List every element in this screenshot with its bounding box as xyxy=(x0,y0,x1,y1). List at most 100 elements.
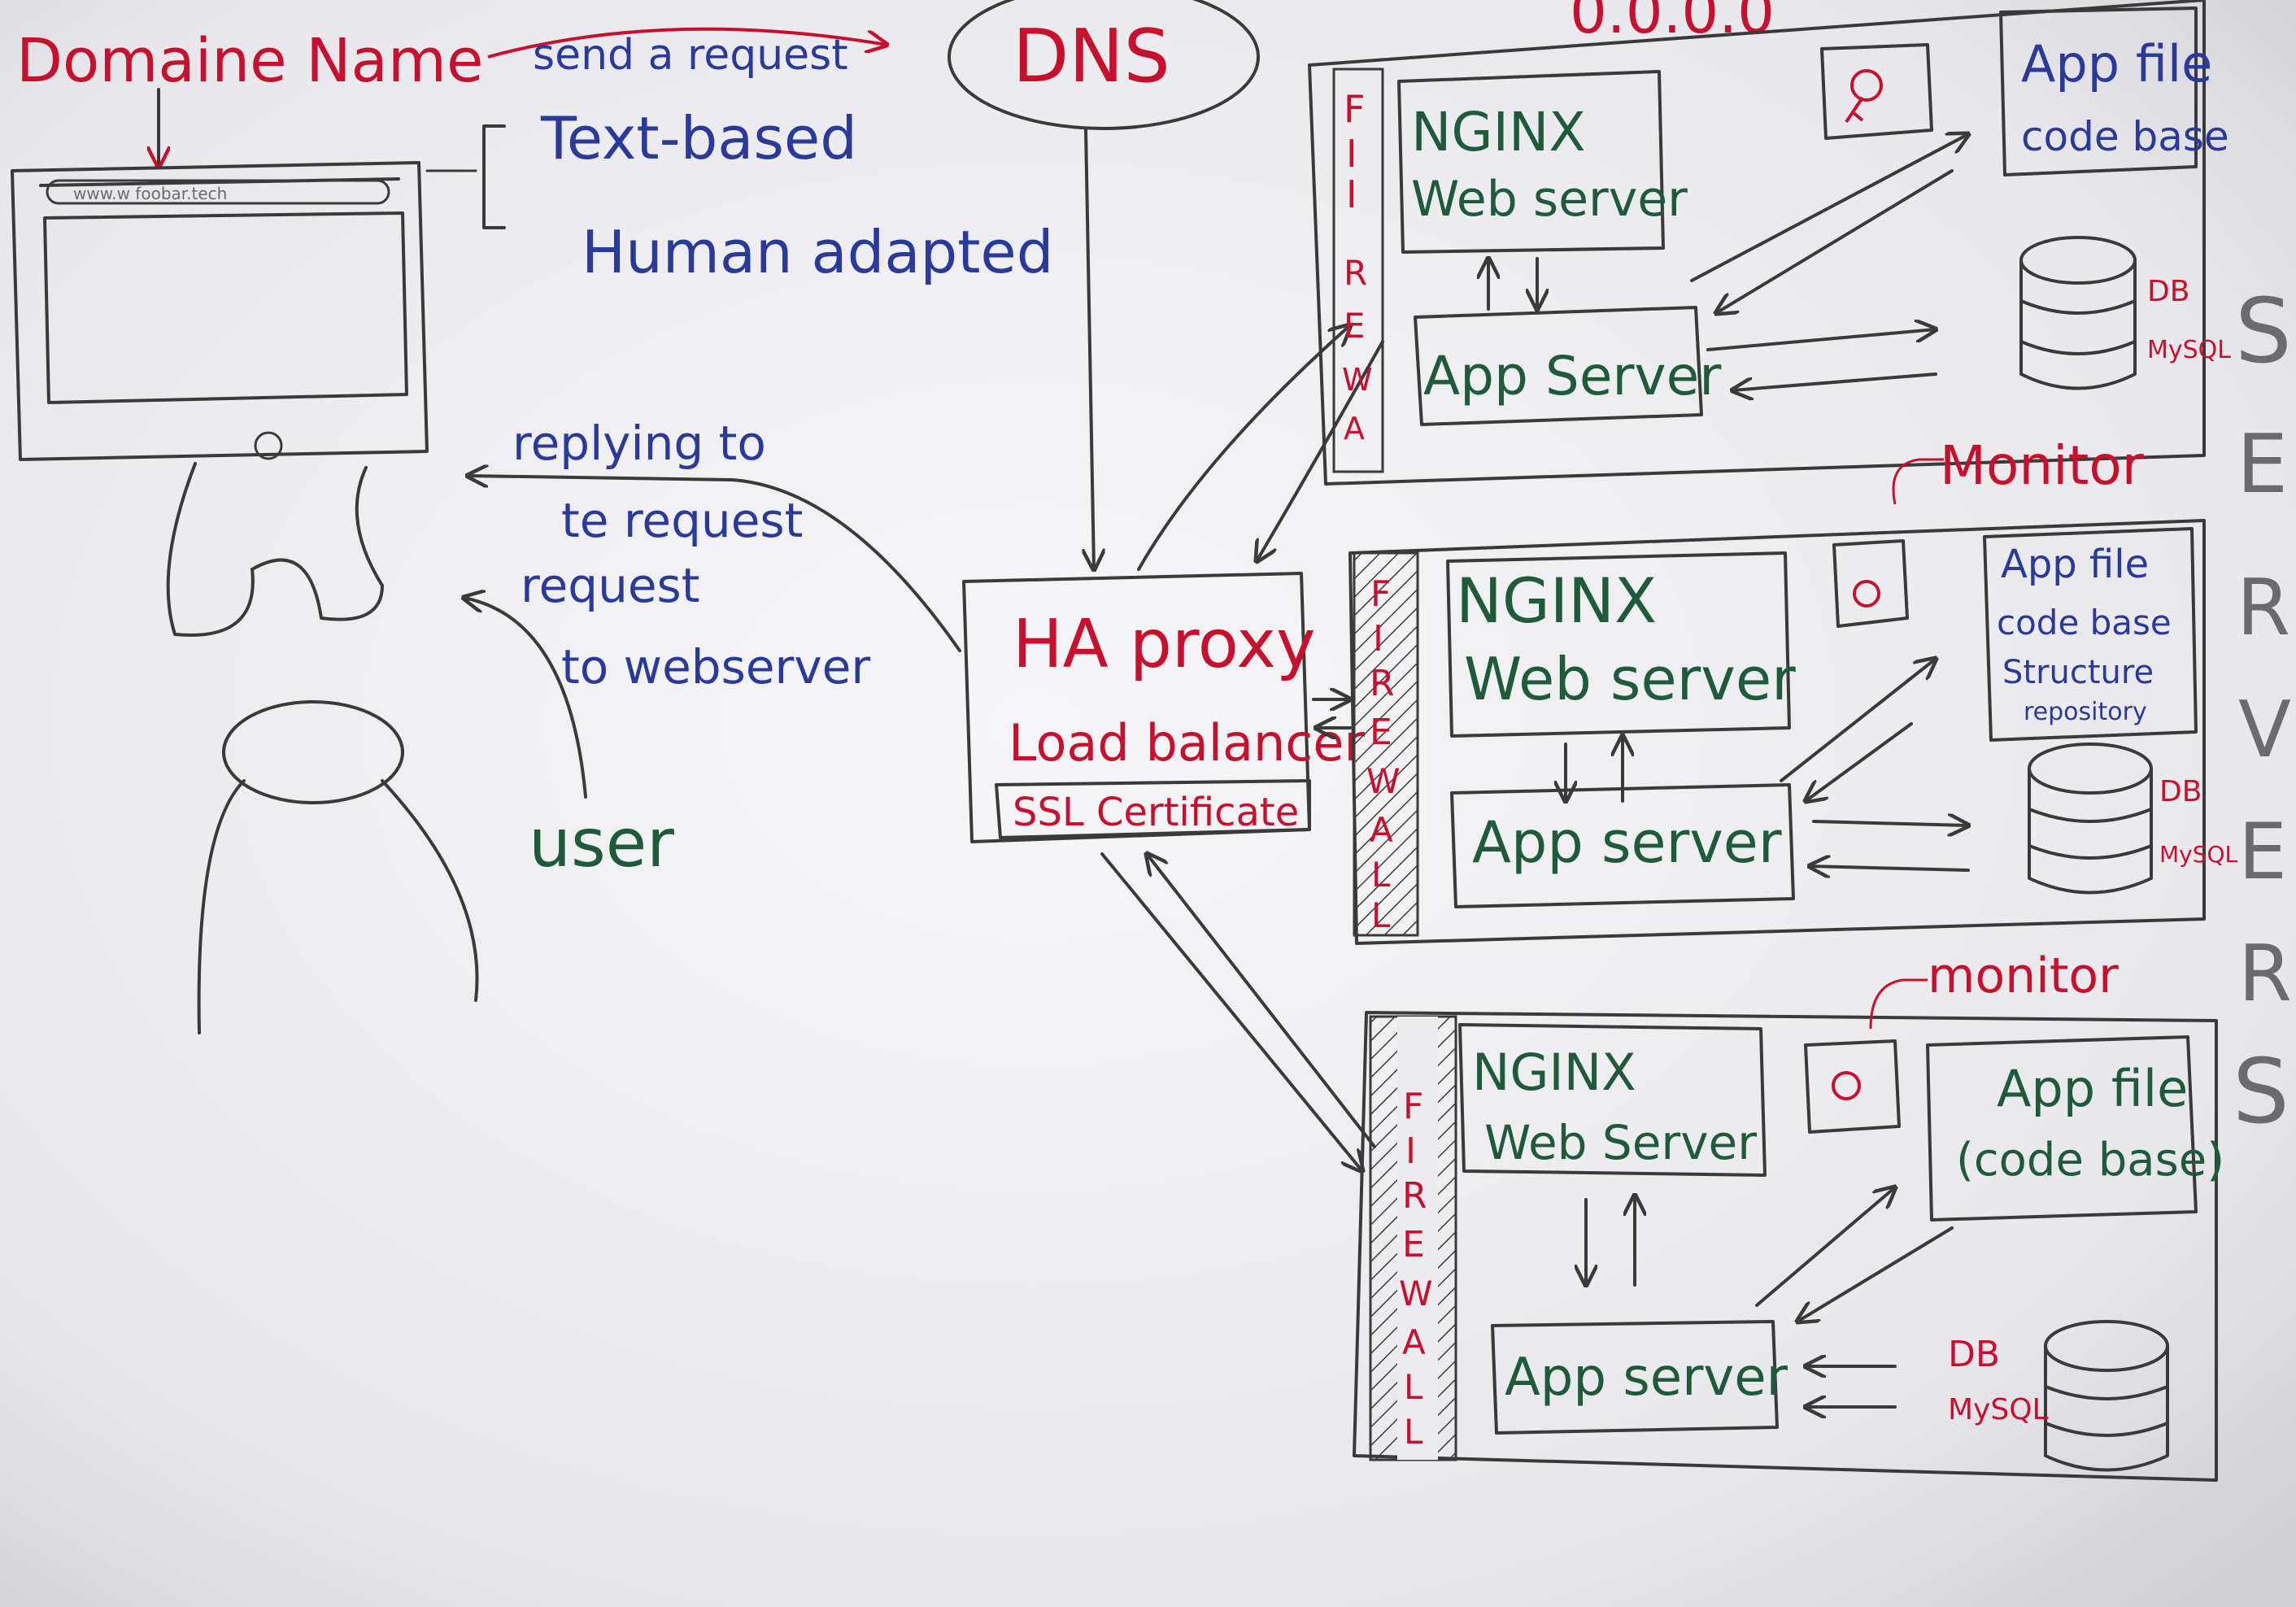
human-adapted-label: Human adapted xyxy=(582,218,1053,286)
servers-letter-e1: E xyxy=(2237,416,2288,512)
server2-db-engine: MySQL xyxy=(2159,841,2238,868)
firewall-3-e: E xyxy=(1402,1224,1425,1265)
servers-letter-s1: S xyxy=(2235,279,2292,383)
server3-monitor-line xyxy=(1869,978,1928,1030)
text-based-label: Text-based xyxy=(540,104,857,172)
server3-to-proxy-arrow xyxy=(1147,854,1376,1148)
s3-app-codebase-arrow xyxy=(1755,1187,1895,1307)
firewall-2-r: R xyxy=(1370,663,1395,704)
server3-db-icon xyxy=(2044,1320,2169,1472)
firewall-3-w: W xyxy=(1399,1274,1433,1313)
firewall-2-l2: L xyxy=(1371,895,1391,935)
firewall-2-l1: L xyxy=(1371,855,1391,895)
send-request-arrow xyxy=(487,27,887,59)
server3-monitor-icon xyxy=(1832,1071,1861,1100)
dns-bubble xyxy=(948,0,1260,130)
firewall-3-l2: L xyxy=(1404,1412,1423,1452)
s2-db-app-arrow xyxy=(1810,866,1970,870)
ssl-label: SSL Certificate xyxy=(1013,790,1299,835)
server2-repository: repository xyxy=(2024,698,2147,726)
server2-monitor-icon xyxy=(1853,580,1880,608)
servers-letter-r2: R xyxy=(2238,930,2292,1019)
s1-db-app-arrow xyxy=(1732,372,1937,390)
firewall-1-w: W xyxy=(1342,362,1373,398)
server3-webserver: Web Server xyxy=(1484,1115,1757,1170)
dns-to-proxy-arrow xyxy=(1086,128,1094,569)
servers-letter-v: V xyxy=(2238,686,2291,775)
domain-name-label: Domaine Name xyxy=(16,26,484,96)
browser-url: www.w foobar.tech xyxy=(73,184,227,203)
server1-to-proxy-arrow xyxy=(1257,340,1384,561)
server2-webserver: Web server xyxy=(1464,645,1796,713)
firewall-1-i1: I xyxy=(1346,132,1357,176)
s1-app-codebase-arrow xyxy=(1690,134,1968,282)
request-arrow xyxy=(464,598,587,799)
server1-appfile: App file xyxy=(2021,34,2212,94)
servers-letter-s2: S xyxy=(2233,1039,2289,1143)
servers-letter-r1: R xyxy=(2237,564,2290,653)
server3-appfile: App file xyxy=(1997,1059,2188,1118)
server3-appserver: App server xyxy=(1505,1348,1788,1408)
user-label: user xyxy=(529,805,674,882)
server1-db-engine: MySQL xyxy=(2147,336,2231,364)
firewall-3-a: A xyxy=(1402,1322,1426,1362)
reply-arrow xyxy=(468,476,961,652)
firewall-3-r: R xyxy=(1402,1175,1427,1217)
server1-db-icon xyxy=(2019,236,2137,390)
server-2: F I R E W A L L NGINX Web server App ser… xyxy=(1348,434,2238,945)
server2-db-icon xyxy=(2028,743,2153,895)
firewall-2-f: F xyxy=(1370,573,1391,615)
firewall-1-f: F xyxy=(1344,87,1365,131)
server1-monitor-icon xyxy=(1850,69,1883,102)
firewall-1-e: E xyxy=(1344,306,1366,346)
server3-codebase: (code base) xyxy=(1956,1134,2224,1187)
reply-label-1: replying to xyxy=(512,416,766,471)
user-figure xyxy=(197,700,479,1034)
firewall-2-i: I xyxy=(1373,618,1383,660)
server-1: F I I R E W A NGINX Web server App Serve… xyxy=(1308,0,2231,486)
firewall-3-l1: L xyxy=(1404,1367,1423,1407)
firewall-3-i: I xyxy=(1405,1130,1416,1172)
load-balancer-label: Load balancer xyxy=(1009,713,1366,773)
server1-appserver: App Server xyxy=(1423,345,1722,407)
send-request-label: send a request xyxy=(533,31,848,80)
firewall-3-f: F xyxy=(1403,1086,1423,1127)
firewall-1-i2: I xyxy=(1346,172,1357,216)
server1-webserver: Web server xyxy=(1411,171,1688,228)
firewall-2-w: W xyxy=(1366,761,1401,801)
firewall-1-r: R xyxy=(1344,253,1367,293)
server2-db-label: DB xyxy=(2159,775,2202,808)
server3-db-engine: MySQL xyxy=(1948,1393,2049,1426)
s1-app-db-arrow xyxy=(1706,329,1936,351)
server2-appfile: App file xyxy=(2001,542,2149,587)
server3-monitor-label: monitor xyxy=(1928,947,2119,1004)
proxy-to-server1-arrow xyxy=(1137,325,1350,571)
server2-appserver: App server xyxy=(1472,809,1782,876)
server2-monitor-line xyxy=(1892,458,1944,505)
reply-label-2: te request xyxy=(561,493,803,548)
s2-app-db-arrow xyxy=(1812,821,1968,825)
computer-monitor: www.w foobar.tech xyxy=(11,161,429,637)
server2-codebase: code base xyxy=(1997,603,2172,642)
dns-label: DNS xyxy=(1013,14,1170,99)
ha-proxy-box: HA proxy Load balancer SSL Certificate xyxy=(962,572,1366,843)
server3-nginx: NGINX xyxy=(1472,1043,1636,1102)
server1-codebase: code base xyxy=(2021,113,2229,160)
server-3: F I R E W A L L NGINX Web Server App ser… xyxy=(1353,947,2224,1482)
s1-codebase-app-arrow xyxy=(1716,169,1954,313)
server2-nginx: NGINX xyxy=(1456,564,1657,637)
request-label-2: to webserver xyxy=(561,639,870,695)
server1-nginx: NGINX xyxy=(1411,101,1586,163)
proxy-to-server3-arrow xyxy=(1100,852,1362,1171)
haproxy-label: HA proxy xyxy=(1013,606,1315,683)
server3-db-label: DB xyxy=(1948,1334,2000,1375)
bracket xyxy=(482,124,506,229)
servers-letter-e2: E xyxy=(2238,808,2287,897)
request-label-1: request xyxy=(521,558,699,613)
s2-codebase-app-arrow xyxy=(1806,722,1913,801)
s3-codebase-app-arrow xyxy=(1797,1226,1954,1322)
firewall-2-e: E xyxy=(1370,712,1392,753)
